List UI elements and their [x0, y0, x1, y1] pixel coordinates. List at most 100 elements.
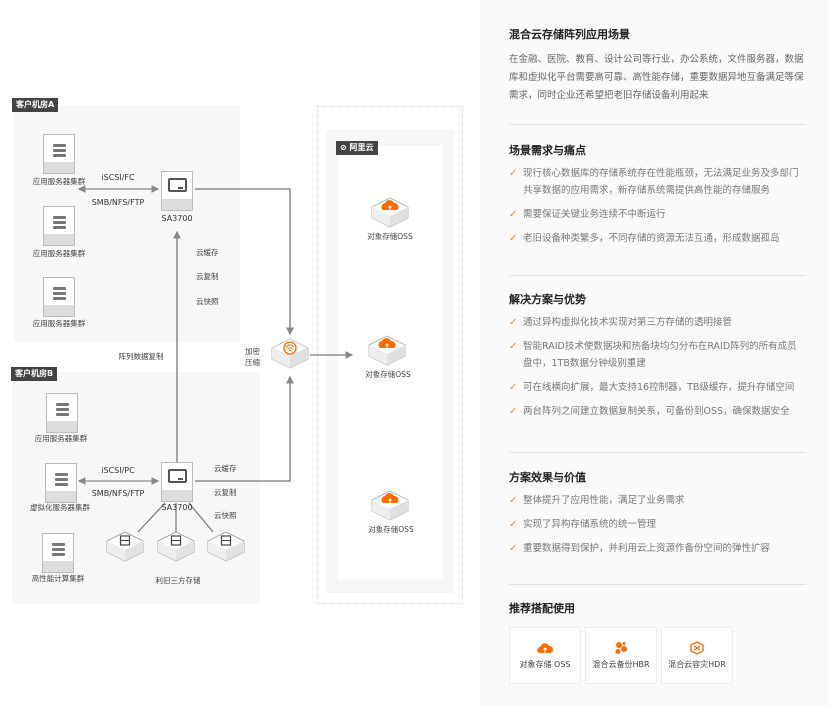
list-item-text: 现行核心数据库的存储系统存在性能瓶颈，无法满足业务及多部门共享数据的应用需求，新…: [523, 168, 799, 196]
list-item: ✓ 实现了异构存储系统的统一管理: [509, 516, 806, 533]
list-item-text: 重要数据得到保护，并利用云上资源作备份空间的弹性扩容: [523, 543, 771, 554]
aliyun-tag-label: 阿里云: [349, 143, 374, 152]
list-item: ✓ 现行核心数据库的存储系统存在性能瓶颈，无法满足业务及多部门共享数据的应用需求，…: [509, 165, 806, 199]
list-item-text: 需要保证关键业务连续不中断运行: [523, 209, 666, 220]
check-icon: ✓: [509, 317, 518, 328]
oss-node-label: 对象存储OSS: [367, 232, 413, 241]
divider: [509, 584, 806, 585]
server-icon: [43, 206, 75, 246]
oss-node-icon: [371, 197, 409, 228]
encryption-gateway-icon: [271, 338, 309, 369]
recommend-title: 推荐搭配使用: [509, 602, 575, 615]
value-section: 方案效果与价值 ✓ 整体提升了应用性能，满足了业务需求 ✓ 实现了异构存储系统的统一…: [509, 470, 806, 564]
list-item-text: 老旧设备种类繁多，不同存储的资源无法互通，形成数据孤岛: [523, 233, 780, 244]
oss-node-icon: [371, 490, 409, 521]
server-icon: [43, 277, 75, 317]
check-icon: ✓: [509, 406, 518, 417]
pain-points-title: 场景需求与痛点: [509, 144, 586, 157]
product-label: 混合云容灾HDR: [668, 660, 726, 669]
solutions-list: ✓ 通过异构虚拟化技术实现对第三方存储的透明接管 ✓ 智能RAID技术使数据块和热备…: [509, 314, 806, 420]
gateway-label-compress: 压缩: [245, 358, 260, 367]
oss-cloud-icon: [537, 643, 553, 653]
list-item: ✓ 通过异构虚拟化技术实现对第三方存储的透明接管: [509, 314, 806, 331]
intro-section: 混合云存储阵列应用场景 在金融、医院、教育、设计公司等行业，办公系统，文件服务器…: [509, 27, 806, 105]
server-label: 应用服务器集群: [32, 177, 86, 186]
legacy-storage-label: 利旧三方存储: [155, 576, 201, 585]
check-icon: ✓: [509, 233, 518, 244]
room-b-tag: 客户机房B: [11, 367, 58, 381]
recommend-section: 推荐搭配使用 对象存储 OSS 混合云备份HBR: [509, 601, 806, 684]
protocol-label-top: iSCSI/FC: [101, 173, 135, 182]
list-item: ✓ 整体提升了应用性能，满足了业务需求: [509, 492, 806, 509]
gateway-label-encrypt: 加密: [245, 347, 260, 356]
list-item-text: 通过异构虚拟化技术实现对第三方存储的透明接管: [523, 317, 733, 328]
pain-points-list: ✓ 现行核心数据库的存储系统存在性能瓶颈，无法满足业务及多部门共享数据的应用需求，…: [509, 165, 806, 247]
product-label: 对象存储 OSS: [519, 660, 571, 669]
divider: [509, 124, 806, 125]
list-item: ✓ 可在线横向扩展，最大支持16控制器，TB级缓存，提升存储空间: [509, 379, 806, 396]
cloud-feature-label: 云缓存: [214, 464, 237, 473]
aliyun-logo-icon: ⊘: [340, 143, 350, 152]
oss-node-icon: [368, 335, 406, 366]
protocol-label-bottom: SMB/NFS/FTP: [91, 198, 145, 207]
list-item-text: 智能RAID技术使数据块和热备块均匀分布在RAID阵列的所有成员盘中，1TB数据…: [523, 341, 797, 369]
product-card-hbr[interactable]: 混合云备份HBR: [585, 627, 657, 684]
storage-array-icon: [161, 462, 193, 502]
list-item: ✓ 两台阵列之间建立数据复制关系，可备份到OSS，确保数据安全: [509, 403, 806, 420]
cloud-feature-label: 云快照: [196, 297, 219, 306]
check-icon: ✓: [509, 382, 518, 393]
list-item: ✓ 老旧设备种类繁多，不同存储的资源无法互通，形成数据孤岛: [509, 230, 806, 247]
oss-node-label: 对象存储OSS: [365, 370, 411, 379]
cloud-feature-label: 云复制: [196, 272, 219, 281]
pain-points-section: 场景需求与痛点 ✓ 现行核心数据库的存储系统存在性能瓶颈，无法满足业务及多部门共享…: [509, 143, 806, 254]
server-icon: [45, 463, 77, 503]
server-label: 应用服务器集群: [34, 434, 88, 443]
value-list: ✓ 整体提升了应用性能，满足了业务需求 ✓ 实现了异构存储系统的统一管理 ✓ 重要数据…: [509, 492, 806, 557]
architecture-diagram: 客户机房A 客户机房B ⊘ 阿里云 应用服务器集群 应用服务器集群 应用服务器集…: [11, 98, 463, 604]
cloud-feature-label: 云缓存: [196, 248, 219, 257]
array-label: SA3700: [161, 214, 193, 223]
protocol-label-top: iSCSI/PC: [101, 466, 135, 475]
list-item-text: 可在线横向扩展，最大支持16控制器，TB级缓存，提升存储空间: [523, 382, 795, 393]
intro-title: 混合云存储阵列应用场景: [509, 28, 630, 41]
product-card-oss[interactable]: 对象存储 OSS: [509, 627, 581, 684]
hbr-backup-icon: [615, 642, 627, 654]
list-item-text: 整体提升了应用性能，满足了业务需求: [523, 495, 685, 506]
product-card-hdr[interactable]: 混合云容灾HDR: [661, 627, 733, 684]
check-icon: ✓: [509, 495, 518, 506]
list-item: ✓ 智能RAID技术使数据块和热备块均匀分布在RAID阵列的所有成员盘中，1TB数…: [509, 338, 806, 372]
protocol-label-bottom: SMB/NFS/FTP: [91, 489, 145, 498]
replication-label: 阵列数据复制: [118, 352, 164, 361]
divider: [509, 452, 806, 453]
legacy-storage-icon: [106, 531, 144, 562]
legacy-storage-icon: [207, 531, 245, 562]
server-icon: [43, 134, 75, 174]
cloud-feature-label: 云快照: [214, 511, 237, 520]
list-item: ✓ 重要数据得到保护，并利用云上资源作备份空间的弹性扩容: [509, 540, 806, 557]
value-title: 方案效果与价值: [509, 471, 586, 484]
server-icon: [42, 533, 74, 573]
list-item-text: 实现了异构存储系统的统一管理: [523, 519, 657, 530]
list-item-text: 两台阵列之间建立数据复制关系，可备份到OSS，确保数据安全: [523, 406, 790, 417]
check-icon: ✓: [509, 543, 518, 554]
check-icon: ✓: [509, 519, 518, 530]
legacy-storage-icon: [157, 531, 195, 562]
intro-description: 在金融、医院、教育、设计公司等行业，办公系统，文件服务器，数据库和虚拟化平台需要…: [509, 54, 804, 101]
server-label: 应用服务器集群: [32, 249, 86, 258]
product-label: 混合云备份HBR: [592, 660, 650, 669]
server-label: 高性能计算集群: [31, 574, 85, 583]
server-icon: [46, 393, 78, 433]
check-icon: ✓: [509, 168, 518, 179]
aliyun-tag: ⊘ 阿里云: [336, 141, 378, 155]
divider: [509, 275, 806, 276]
cloud-feature-label: 云复制: [214, 488, 237, 497]
check-icon: ✓: [509, 341, 518, 352]
info-panel: 混合云存储阵列应用场景 在金融、医院、教育、设计公司等行业，办公系统，文件服务器…: [480, 0, 828, 706]
hdr-disaster-recovery-icon: [690, 641, 704, 655]
check-icon: ✓: [509, 209, 518, 220]
list-item: ✓ 需要保证关键业务连续不中断运行: [509, 206, 806, 223]
product-cards: 对象存储 OSS 混合云备份HBR 混合云容灾HDR: [509, 627, 806, 684]
solutions-title: 解决方案与优势: [509, 293, 586, 306]
room-a-tag: 客户机房A: [12, 98, 59, 112]
array-label: SA3700: [161, 503, 193, 512]
